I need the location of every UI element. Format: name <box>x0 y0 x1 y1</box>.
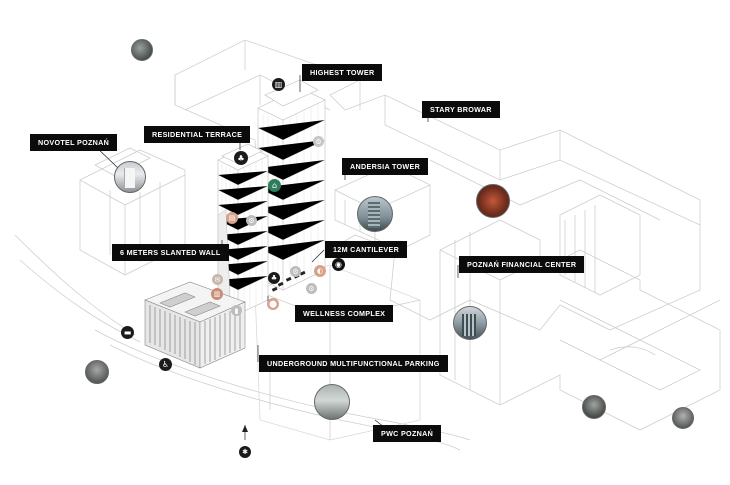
salmon-icon: ▥ <box>211 288 223 300</box>
building-icon: ▥ <box>272 78 285 91</box>
label-parking: UNDERGROUND MULTIFUNCTIONAL PARKING <box>259 355 448 372</box>
north-arrow-icon: ✱ <box>239 446 251 458</box>
label-novotel: NOVOTEL POZNAŃ <box>30 134 118 151</box>
pwc-photo <box>314 384 350 420</box>
salmon-icon: ⬤ <box>267 298 279 310</box>
salmon-icon: ▤ <box>226 212 238 224</box>
eye-icon: ◉ <box>332 258 345 271</box>
gray-icon: ⚙ <box>306 283 317 294</box>
building-shape <box>462 314 476 336</box>
label-residential-terrace: RESIDENTIAL TERRACE <box>144 126 251 143</box>
home-icon: ⌂ <box>268 179 281 192</box>
gray-icon: ⚙ <box>290 266 301 277</box>
building-shape <box>368 202 380 228</box>
label-wellness: WELLNESS COMPLEX <box>295 305 394 322</box>
people-icon: ♣ <box>234 151 248 165</box>
photo-thumbnail <box>672 407 694 429</box>
label-cantilever: 12M CANTILEVER <box>325 241 408 258</box>
building-shape <box>124 168 135 188</box>
novotel-photo <box>114 161 146 193</box>
people-icon: ♣ <box>268 272 280 284</box>
photo-thumbnail <box>131 39 153 61</box>
car-icon: ▬ <box>121 326 134 339</box>
label-highest-tower: HIGHEST TOWER <box>302 64 383 81</box>
photo-thumbnail <box>85 360 109 384</box>
gray-icon: ⚙ <box>246 215 257 226</box>
stary-browar-photo <box>476 184 510 218</box>
photo-thumbnail <box>582 395 606 419</box>
label-pwc: PWC POZNAŃ <box>373 425 442 442</box>
gray-icon: ⚙ <box>313 136 324 147</box>
gray-icon: ✉ <box>212 274 223 285</box>
financial-center-photo <box>453 306 487 340</box>
salmon-icon: ◐ <box>314 265 326 277</box>
gray-icon: ▮ <box>231 305 242 316</box>
label-financial-center: POZNAŃ FINANCIAL CENTER <box>459 256 585 273</box>
label-andersia-tower: ANDERSIA TOWER <box>342 158 429 175</box>
accessibility-icon: ♿ <box>159 358 172 371</box>
label-stary-browar: STARY BROWAR <box>422 101 500 118</box>
label-slanted-wall: 6 METERS SLANTED WALL <box>112 244 229 261</box>
andersia-photo <box>357 196 393 232</box>
